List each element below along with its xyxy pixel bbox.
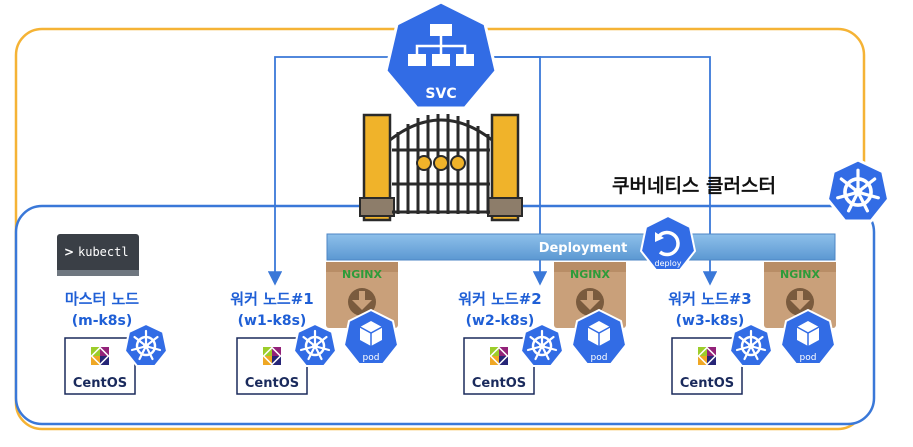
kubectl-label: kubectl — [78, 245, 129, 259]
k8s-icon — [292, 322, 338, 368]
nginx-container-box: NGINX — [554, 262, 626, 328]
centos-logo: CentOS — [236, 337, 308, 395]
worker-node-name: 워커 노드#3 — [668, 290, 751, 308]
kubectl-terminal[interactable]: > kubectl — [57, 234, 139, 276]
k8s-icon — [728, 322, 774, 368]
worker-node-name: 워커 노드#1 — [230, 290, 313, 308]
nginx-label: NGINX — [570, 268, 611, 281]
pod-label: pod — [800, 353, 817, 363]
cluster-label: 쿠버네티스 클러스터 — [612, 175, 776, 197]
nginx-container-box: NGINX — [764, 262, 836, 328]
worker-node-name: 워커 노드#2 — [458, 290, 541, 308]
centos-logo: CentOS — [671, 337, 743, 395]
master-node-name: 마스터 노드 — [65, 290, 139, 308]
worker-node-host: (w3-k8s) — [676, 313, 745, 329]
kubectl-prompt-icon: > — [64, 245, 74, 259]
centos-logo: CentOS — [463, 337, 535, 395]
pod-icon[interactable]: pod — [780, 309, 836, 365]
svc-label: SVC — [425, 86, 456, 102]
worker-os-label: CentOS — [245, 376, 299, 391]
pod-icon[interactable]: pod — [343, 309, 399, 365]
master-os-label: CentOS — [73, 376, 127, 391]
worker-node-3: NGINX 워커 노드#3 (w3-k8s) CentOS pod — [668, 262, 836, 395]
worker-os-label: CentOS — [680, 376, 734, 391]
pod-label: pod — [363, 353, 380, 363]
centos-logo: CentOS — [64, 337, 136, 395]
gate-icon — [359, 113, 523, 223]
deployment-label: Deployment — [539, 241, 628, 256]
master-node-host: (m-k8s) — [72, 313, 133, 329]
nginx-label: NGINX — [342, 268, 383, 281]
worker-node-host: (w1-k8s) — [238, 313, 307, 329]
svc-icon[interactable]: SVC — [384, 0, 498, 110]
deploy-icon[interactable]: deploy — [639, 214, 697, 271]
worker-node-1: NGINX 워커 노드#1 (w1-k8s) CentOS pod — [230, 262, 399, 395]
deploy-icon-label: deploy — [655, 259, 682, 268]
worker-node-host: (w2-k8s) — [466, 313, 535, 329]
worker-os-label: CentOS — [472, 376, 526, 391]
master-node: 마스터 노드 (m-k8s) CentOS — [64, 290, 169, 395]
nginx-container-box: NGINX — [326, 262, 398, 328]
k8s-icon — [123, 322, 169, 368]
cluster-k8s-icon — [825, 158, 891, 223]
nginx-label: NGINX — [780, 268, 821, 281]
pod-label: pod — [591, 353, 608, 363]
pod-icon[interactable]: pod — [571, 309, 627, 365]
worker-node-2: NGINX 워커 노드#2 (w2-k8s) CentOS pod — [458, 262, 627, 395]
k8s-icon — [519, 322, 565, 368]
deployment-bar[interactable]: Deployment — [326, 233, 836, 261]
